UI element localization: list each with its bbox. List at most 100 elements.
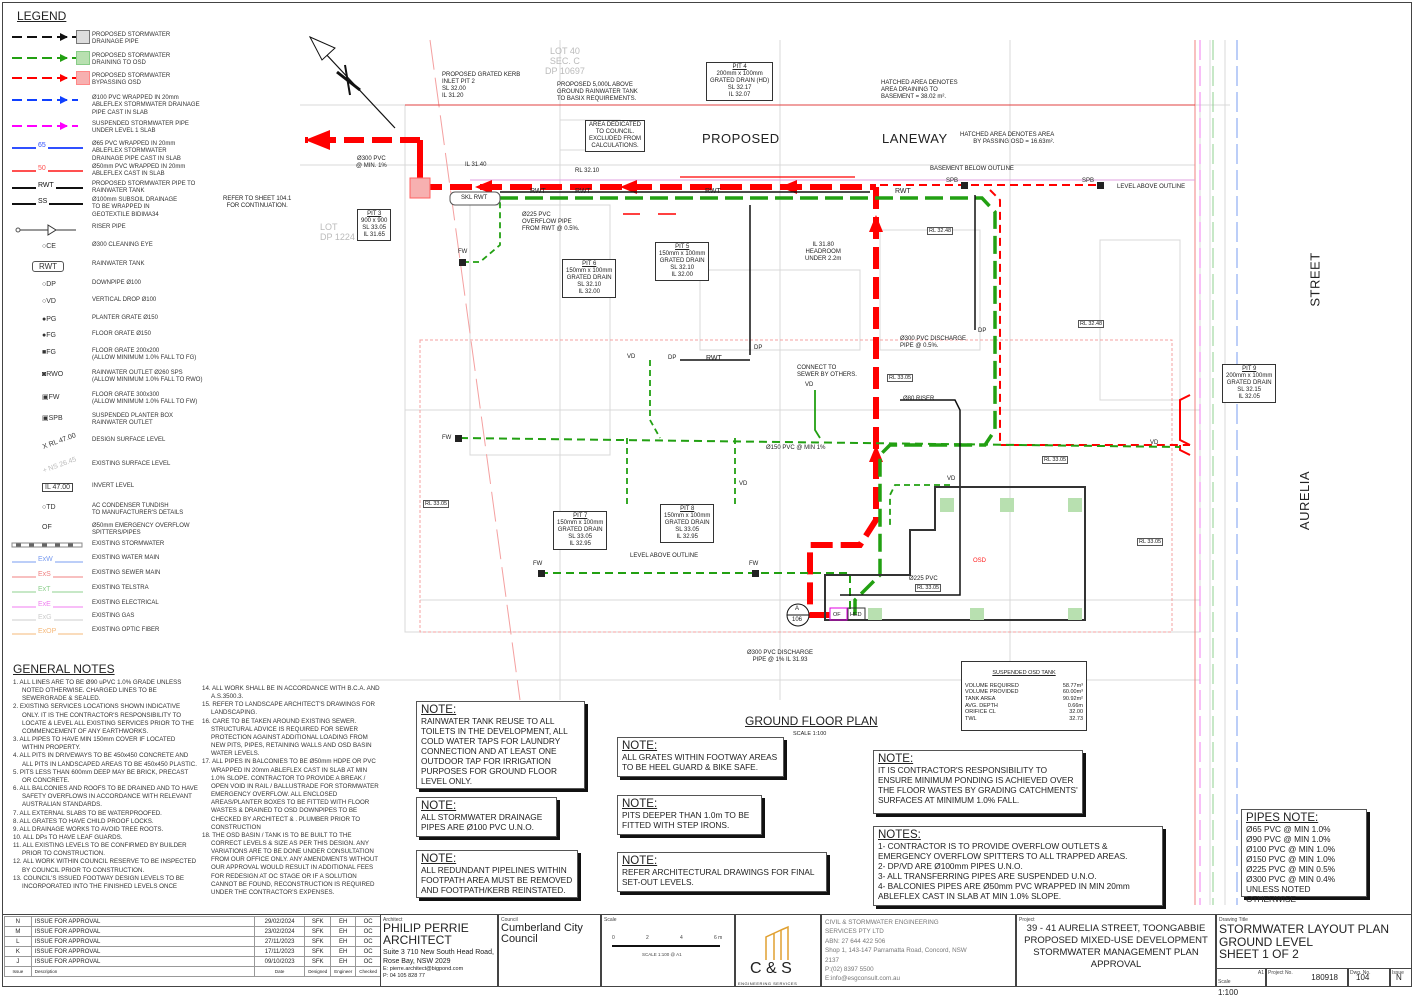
note-heading: NOTE: bbox=[421, 704, 457, 716]
invert-level-icon: IL 47.00 bbox=[10, 483, 92, 497]
black-line-icon: SS bbox=[10, 197, 92, 211]
note-heading: PIPES NOTE: bbox=[1246, 812, 1319, 824]
revision-cell: ISSUE FOR APPROVAL bbox=[30, 916, 256, 927]
revision-cell: J bbox=[4, 956, 32, 967]
note-body: ALL STORMWATER DRAINAGE PIPES ARE Ø100 P… bbox=[421, 812, 543, 832]
legend-label: DOWNPIPE Ø100 bbox=[92, 280, 142, 286]
magenta-dashed-arrow-icon bbox=[10, 121, 92, 135]
logo-text: C & S bbox=[750, 960, 792, 977]
legend-label: DESIGN SURFACE LEVEL bbox=[92, 437, 166, 443]
fw-tag: FW bbox=[749, 561, 759, 567]
rwt-tag: RWT bbox=[705, 188, 721, 195]
note-heading: NOTE: bbox=[421, 853, 457, 865]
legend-label: EXISTING STORMWATER bbox=[92, 541, 165, 547]
note-body: ALL REDUNDANT PIPELINES WITHIN FOOTPATH … bbox=[421, 865, 573, 895]
note-heading: NOTES: bbox=[878, 829, 921, 841]
issue-label: Issue bbox=[1392, 970, 1404, 976]
circle-tag-icon: ○DP bbox=[42, 281, 56, 288]
osd-table-cell: 60.00m³ bbox=[1062, 689, 1083, 696]
revision-cell: SFK bbox=[304, 956, 332, 967]
general-notes-col2: 14. ALL WORK SHALL BE IN ACCORDANCE WITH… bbox=[202, 685, 380, 897]
pit-details: 200mm x 100mm GRATED DRAIN SL 32.15 IL 3… bbox=[1226, 373, 1273, 400]
osd-table-cell: 32.00 bbox=[1069, 709, 1083, 716]
vd-tag: VD bbox=[947, 476, 956, 482]
fw-tag: FW bbox=[442, 435, 452, 441]
revision-cell: EH bbox=[330, 916, 357, 927]
legend-label: FLOOR GRATE 200x200 (ALLOW MINIMUM 1.0% … bbox=[92, 348, 197, 362]
revision-cell: L bbox=[4, 936, 32, 947]
existing-stormwater-icon bbox=[10, 541, 92, 555]
fw-tag: FW bbox=[458, 249, 468, 255]
general-notes-col1: 1. ALL LINES ARE TO BE Ø90 uPVC 1.0% GRA… bbox=[13, 679, 198, 891]
dot-tag-icon: ●FG bbox=[42, 332, 56, 339]
council-cell: Council Cumberland City Council bbox=[498, 914, 601, 987]
headroom-label: IL 31.80 HEADROOM UNDER 2.2m bbox=[805, 242, 842, 262]
company-details: CIVIL & STORMWATER ENGINEERING SERVICES … bbox=[821, 914, 1016, 987]
connect-sewer-label: CONNECT TO SEWER BY OTHERS. bbox=[797, 365, 857, 378]
osd-table-cell: ORIFICE CL bbox=[965, 709, 996, 716]
vd-tag: VD bbox=[739, 481, 748, 487]
scale-box-label: Scale bbox=[1218, 979, 1231, 985]
note-rainwater-reuse: NOTE:RAINWATER TANK REUSE TO ALL TOILETS… bbox=[416, 701, 585, 789]
rl-tag: RL 33.05 bbox=[423, 500, 450, 508]
general-note: 12. ALL WORK WITHIN COUNCIL RESERVE TO B… bbox=[13, 858, 197, 874]
pit-title: PIT 8 bbox=[680, 506, 695, 512]
legend-label: AC CONDENSER TUNDISH TO MANUFACTURER'S D… bbox=[92, 503, 184, 517]
pit-title: PIT 4 bbox=[732, 64, 747, 70]
revision-cell: 29/02/2024 bbox=[254, 916, 306, 927]
pit-details: 150mm x 100mm GRATED DRAIN SL 32.10 IL 3… bbox=[566, 268, 613, 295]
note-step-irons: NOTE:PITS DEEPER THAN 1.0m TO BE FITTED … bbox=[617, 795, 762, 835]
legend-item: PROPOSED STORMWATER DRAINING TO OSD bbox=[10, 51, 205, 68]
legend-symbol-tag: FG bbox=[46, 349, 56, 356]
rl-tag: RL 33.05 bbox=[1042, 456, 1069, 464]
note-body: IT IS CONTRACTOR'S RESPONSIBILITY TO ENS… bbox=[878, 765, 1078, 805]
legend-label: SUSPENDED PLANTER BOX RAINWATER OUTLET bbox=[92, 413, 174, 427]
osd-table-title: SUSPENDED OSD TANK bbox=[992, 669, 1056, 676]
proposed-label: PROPOSED bbox=[702, 131, 780, 146]
pit-3-symbol bbox=[409, 177, 431, 199]
note-heading: NOTE: bbox=[622, 740, 658, 752]
legend-item: Ø100 PVC WRAPPED IN 20mm ABLEFLEX STORMW… bbox=[10, 95, 205, 117]
lot-40-label: LOT 40 SEC. C DP 10697 bbox=[545, 46, 585, 76]
legend-label: Ø100 PVC WRAPPED IN 20mm ABLEFLEX STORMW… bbox=[92, 95, 200, 116]
general-note: 14. ALL WORK SHALL BE IN ACCORDANCE WITH… bbox=[202, 685, 380, 701]
legend-symbol-tag: SS bbox=[36, 198, 50, 205]
revision-cell: OC bbox=[355, 956, 381, 967]
general-note: 2. EXISTING SERVICES LOCATIONS SHOWN IND… bbox=[13, 703, 194, 735]
scale-label: Scale bbox=[604, 917, 617, 923]
pit-title: PIT 9 bbox=[1242, 366, 1257, 372]
scale-cell: Scale 0 2 4 6 m SCALE 1:100 @ A1 bbox=[601, 914, 735, 987]
rwt-pipes bbox=[500, 191, 976, 596]
revision-cell: OC bbox=[355, 916, 381, 927]
issue-value: N bbox=[1396, 973, 1402, 982]
refer-sheet-label: REFER TO SHEET 104.1 FOR CONTINUATION. bbox=[223, 196, 292, 209]
legend-label: RAINWATER TANK bbox=[92, 261, 145, 267]
dp-tag: DP bbox=[754, 345, 763, 351]
legend-item: SUSPENDED STORMWATER PIPE UNDER LEVEL 1 … bbox=[10, 121, 205, 136]
legend-symbol-tag: FW bbox=[48, 394, 60, 401]
note-ponding: NOTE:IT IS CONTRACTOR'S RESPONSIBILITY T… bbox=[873, 750, 1083, 814]
pit-details: 150mm x 100mm GRATED DRAIN SL 33.05 IL 3… bbox=[557, 520, 604, 547]
legend-title: LEGEND bbox=[17, 9, 67, 23]
legend-label: INVERT LEVEL bbox=[92, 483, 135, 489]
legend-label: EXISTING TELSTRA bbox=[92, 585, 149, 591]
legend-label: PROPOSED STORMWATER BYPASSING OSD bbox=[92, 73, 171, 87]
osd-table-cell: VOLUME PROVIDED bbox=[965, 689, 1019, 696]
